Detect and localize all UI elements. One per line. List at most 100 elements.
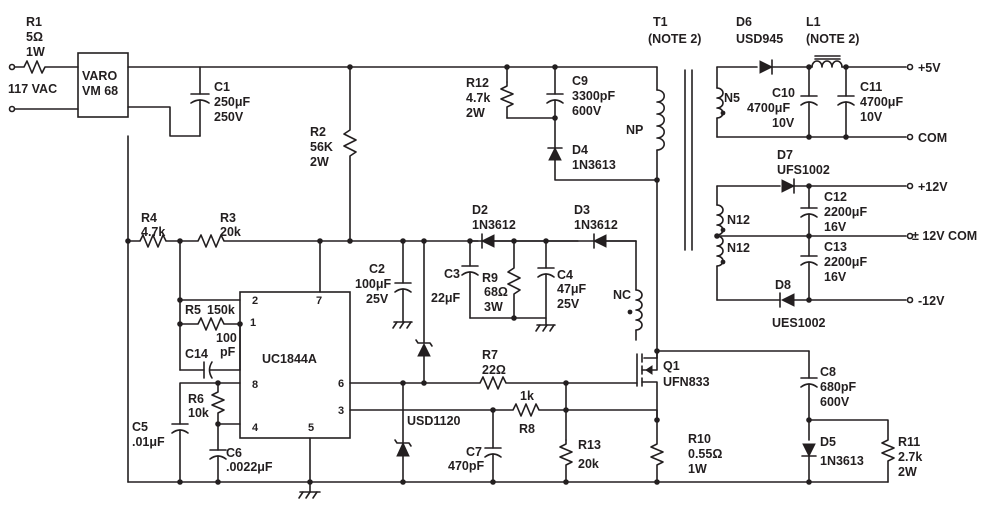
c9-voltage: 600V	[572, 104, 602, 118]
varo-bridge	[77, 52, 129, 118]
r11-value: 2.7k	[898, 450, 922, 464]
r2-value: 56K	[310, 140, 333, 154]
out-com-label: COM	[918, 131, 947, 145]
r12-value: 4.7k	[466, 91, 490, 105]
l1-note: (NOTE 2)	[806, 32, 859, 46]
c5-value: .01μF	[132, 435, 165, 449]
out-pm12-label: ± 12V COM	[912, 229, 977, 243]
r6-name: R6	[188, 392, 204, 406]
mosfet-q1: Q1 UFN833	[565, 348, 810, 421]
c7-value: 470pF	[448, 459, 484, 473]
c13-name: C13	[824, 240, 847, 254]
c12-voltage: 16V	[824, 220, 847, 234]
c8-voltage: 600V	[820, 395, 850, 409]
c4-voltage: 25V	[557, 297, 580, 311]
current-sense-filter: 1k R8 C7 470pF R13 20k	[349, 389, 658, 485]
r12-power: 2W	[466, 106, 485, 120]
r2-power: 2W	[310, 155, 329, 169]
pin-4-label: 4	[252, 422, 259, 434]
r11-name: R11	[898, 435, 920, 449]
zener-vcc	[415, 240, 433, 386]
r3-name: R3	[220, 211, 236, 225]
c13-value: 2200μF	[824, 255, 867, 269]
d3-name: D3	[574, 203, 590, 217]
feedback-network: R5 150k 100 pF C14	[177, 297, 243, 379]
r1-value: 5Ω	[26, 30, 43, 44]
d2-part: 1N3612	[472, 218, 516, 232]
c2-voltage: 25V	[366, 292, 389, 306]
varo-label-2: VM 68	[82, 84, 118, 98]
c14-name: C14	[185, 347, 208, 361]
n5-label: N5	[724, 91, 740, 105]
np-label: NP	[626, 123, 643, 137]
timing-network: R6 10k C5 .01μF C6 .0022μF	[132, 380, 273, 485]
c11-name: C11	[860, 80, 882, 94]
primary-winding: NP	[626, 66, 665, 359]
c1-name: C1	[214, 80, 230, 94]
r13-value: 20k	[578, 457, 599, 471]
vac-label: 117 VAC	[8, 82, 57, 96]
c10-value: 4700μF	[747, 101, 790, 115]
d5-name: D5	[820, 435, 836, 449]
c12-name: C12	[824, 190, 847, 204]
c11-voltage: 10V	[860, 110, 883, 124]
c14-value: 100	[216, 331, 237, 345]
pin-7-label: 7	[316, 295, 322, 307]
c9-value: 3300pF	[572, 89, 615, 103]
t1-name: T1	[653, 15, 668, 29]
gate-drive: R7 22Ω	[349, 348, 569, 441]
c2-capacitor: C2 100μF 25V	[355, 240, 413, 329]
pin-3-label: 3	[338, 405, 344, 417]
zener-gate: USD1120	[394, 382, 461, 485]
pin-1-label: 1	[250, 317, 256, 329]
drain-snubber: C8 680pF 600V D5 1N3613 R11 2.7k 2W	[800, 350, 922, 485]
r7-value: 22Ω	[482, 363, 506, 377]
r1-name: R1	[26, 15, 42, 29]
snubber-np: R12 4.7k 2W C9 3300pF 600V D4 1N3613	[466, 64, 658, 181]
c6-value: .0022μF	[226, 460, 273, 474]
vcc-line: R4 4.7k R3 20k	[125, 211, 637, 301]
transformer-t1: T1 (NOTE 2)	[648, 15, 701, 251]
c1-voltage: 250V	[214, 110, 244, 124]
c13-voltage: 16V	[824, 270, 847, 284]
pin-6-label: 6	[338, 378, 344, 390]
c11-value: 4700μF	[860, 95, 903, 109]
output-5v: D6 USD945 L1 (NOTE 2) N5 C10 4700μF 10V …	[716, 15, 947, 145]
c14-unit: pF	[220, 345, 236, 359]
c7-name: C7	[466, 445, 482, 459]
pin-2-label: 2	[252, 295, 258, 307]
c12-value: 2200μF	[824, 205, 867, 219]
c2-name: C2	[369, 262, 385, 276]
d7-part: UFS1002	[777, 163, 830, 177]
c3-name: C3	[444, 267, 460, 281]
c1-value: 250μF	[214, 95, 251, 109]
c4-value: 47μF	[557, 282, 587, 296]
c10-voltage: 10V	[772, 116, 795, 130]
r2-resistor: R2 56K 2W	[310, 66, 357, 242]
r8-value: 1k	[520, 389, 534, 403]
d4-name: D4	[572, 143, 588, 157]
pin-5-label: 5	[308, 422, 314, 434]
r4-value: 4.7k	[141, 225, 165, 239]
c3-value: 22μF	[431, 291, 461, 305]
r1-power: 1W	[26, 45, 45, 59]
ic-name: UC1844A	[262, 352, 317, 366]
l1-name: L1	[806, 15, 821, 29]
c8-name: C8	[820, 365, 836, 379]
q1-name: Q1	[663, 359, 680, 373]
ac-terminal-top	[8, 63, 16, 71]
c9-name: C9	[572, 74, 588, 88]
t1-note: (NOTE 2)	[648, 32, 701, 46]
c8-value: 680pF	[820, 380, 856, 394]
d7-name: D7	[777, 148, 793, 162]
nc-label: NC	[613, 288, 631, 302]
input-section: VARO VM 68 R1 5Ω 1W 117 VAC	[8, 15, 129, 118]
r6-value: 10k	[188, 406, 209, 420]
r12-name: R12	[466, 76, 489, 90]
r8-name: R8	[519, 422, 535, 436]
d6-name: D6	[736, 15, 752, 29]
d8-name: D8	[775, 278, 791, 292]
q1-part: UFN833	[663, 375, 710, 389]
r3-value: 20k	[220, 225, 241, 239]
